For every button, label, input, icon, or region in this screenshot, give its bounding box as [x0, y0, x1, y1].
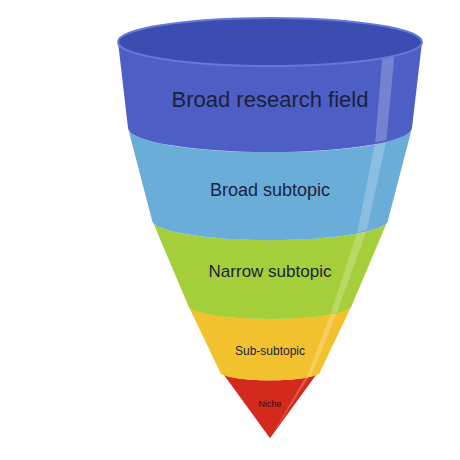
- funnel-rim: [118, 18, 422, 66]
- funnel-band-top: Broad research field: [115, 16, 425, 155]
- band-shine: [357, 140, 386, 232]
- band-label: Broad research field: [115, 87, 425, 112]
- band-label: Narrow subtopic: [149, 262, 391, 282]
- band-shape: [115, 16, 425, 155]
- band-shine: [307, 312, 337, 377]
- band-label: Broad subtopic: [125, 180, 415, 201]
- band-label: Niche: [219, 399, 321, 409]
- band-shine: [331, 230, 367, 313]
- band-body: [188, 305, 352, 380]
- band-label: Sub-subtopic: [185, 345, 355, 359]
- band-shine: [375, 54, 395, 142]
